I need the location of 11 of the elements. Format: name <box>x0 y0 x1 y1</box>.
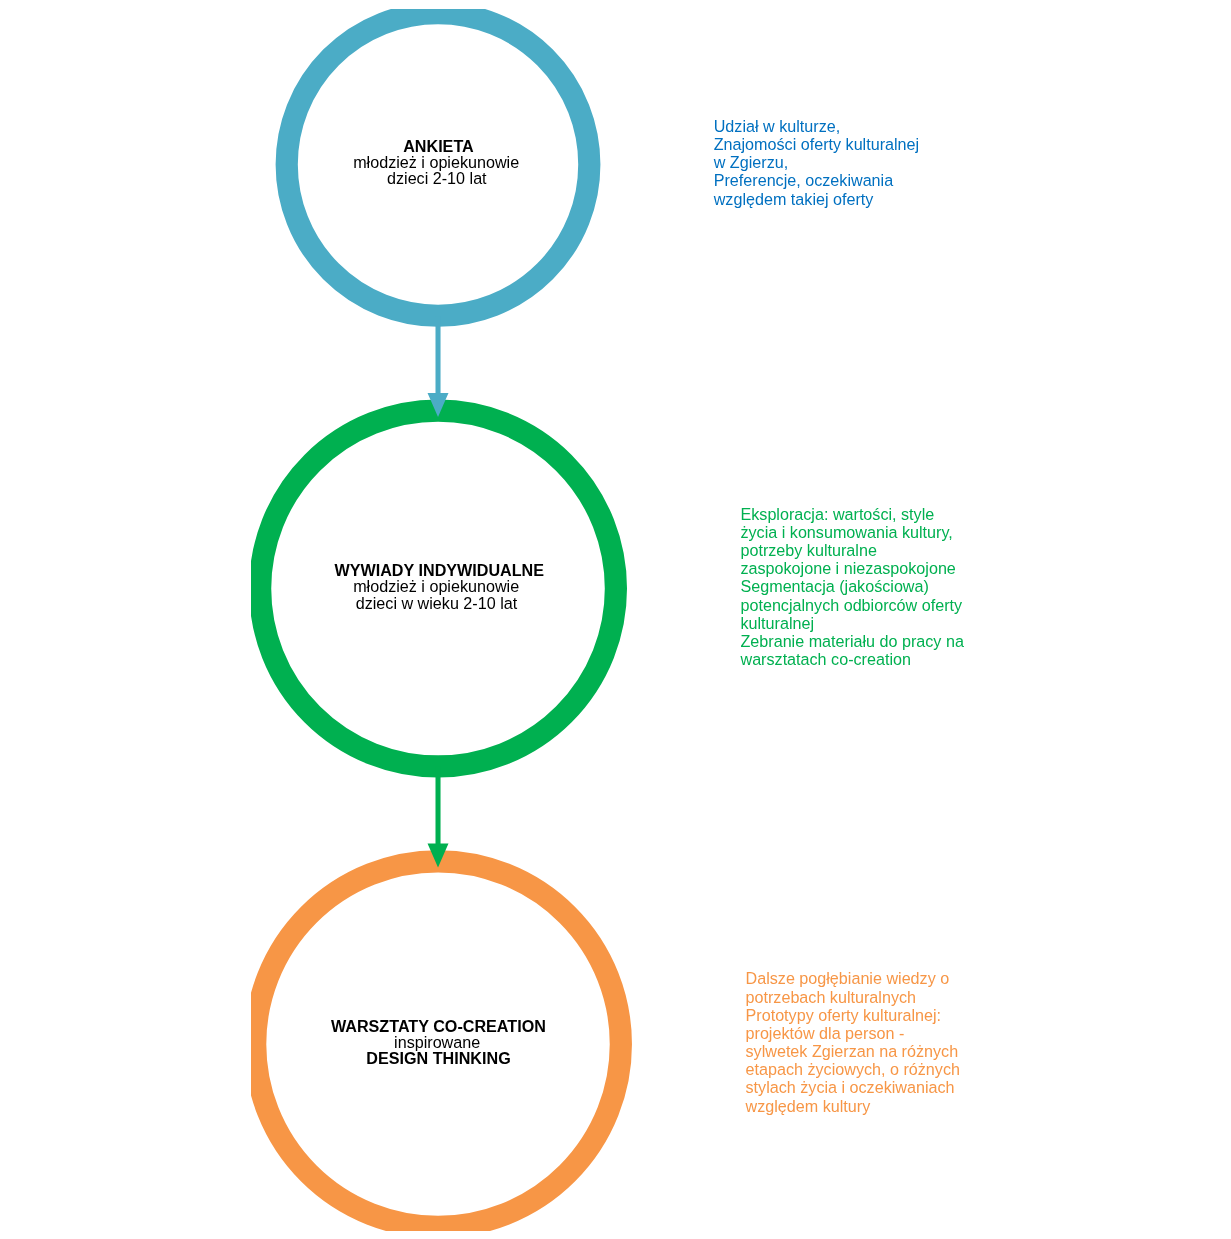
node-label: Znajomości oferty kulturalnej w Zgierzu, <box>713 134 920 171</box>
node-circle: WYWIADY INDYWIDUALNE młodzież i opiekunowie dzieci w wieku 2-10 lat <box>251 399 627 778</box>
node-label: Zebranie materiału do pracy na warsztatach co-creation <box>740 631 964 668</box>
node-label: Dalsze pogłębianie wiedzy o potrzebach kulturalnych <box>745 968 950 1006</box>
node-circle: WARSZTATY CO-CREATION inspirowane DESIGN THINKING <box>251 849 632 1231</box>
node-label: Udział w kulturze, <box>713 116 841 135</box>
node-label: Eksploracja: wartości, style życia i konsumowania kultury, potrzeby kulturalne zaspokojone i niezaspokojone <box>740 504 956 577</box>
node-label: Preferencje, oczekiwania względem takiej oferty <box>713 170 894 208</box>
node-label: Segmentacja (jakościowa) potencjalnych odbiorców oferty kulturalnej <box>740 576 963 632</box>
node-label: Prototypy oferty kulturalnej: projektów dla person - sylwetek Zgierzan na różnych etapach życiowych, o różnych stylach życia i oczekiwaniach względem kultury <box>745 1005 960 1115</box>
node-circle: ANKIETA młodzież i opiekunowie dzieci 2-10 lat <box>275 8 601 327</box>
